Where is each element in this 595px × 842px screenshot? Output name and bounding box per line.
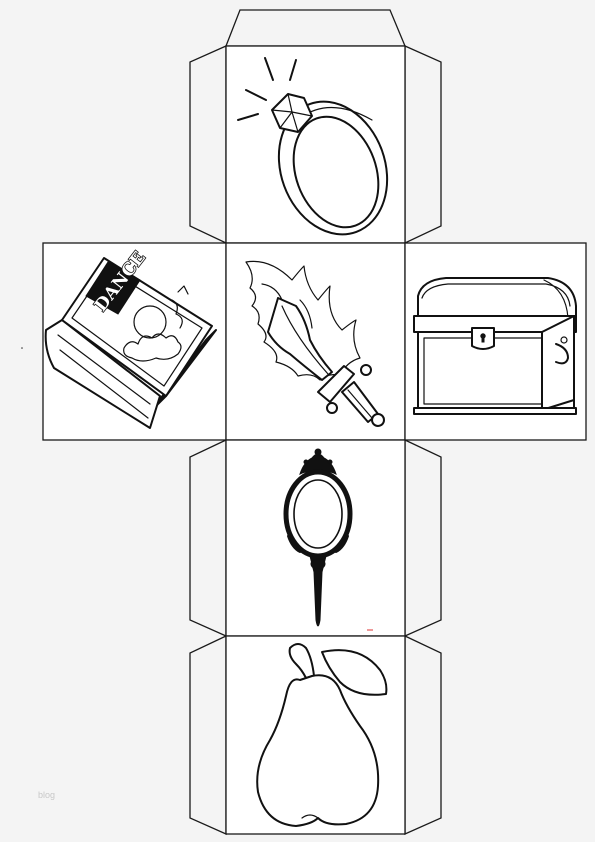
watermark: blog (38, 790, 56, 800)
face-center (225, 242, 406, 441)
treasure-chest-icon (413, 277, 577, 415)
pear-icon (256, 643, 388, 827)
book-icon: DANCE (44, 247, 217, 429)
sword-icon (245, 260, 385, 427)
ring-icon (237, 57, 389, 236)
cube-net-outline (189, 9, 442, 836)
hand-mirror-icon (283, 448, 353, 627)
